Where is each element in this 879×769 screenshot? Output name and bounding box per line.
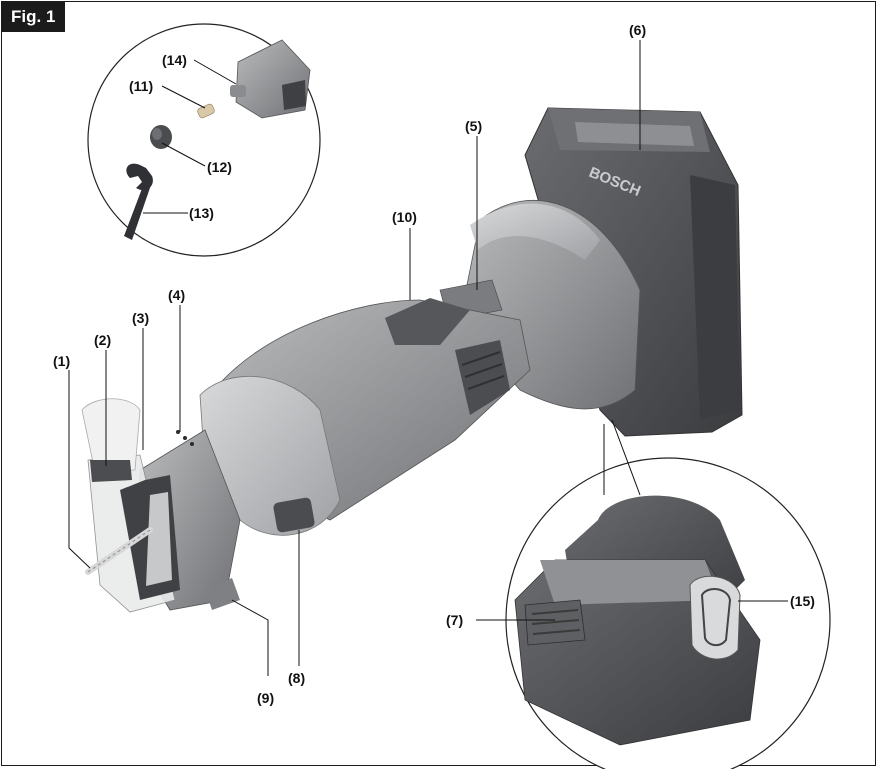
- callout-1: (1): [53, 353, 70, 369]
- callout-6: (6): [629, 22, 646, 38]
- collet-nut: [150, 125, 172, 149]
- leader-lines: [68, 40, 788, 676]
- callout-3: (3): [132, 310, 149, 326]
- callout-9: (9): [257, 690, 274, 706]
- callout-11: (11): [129, 78, 153, 94]
- collet-part: [197, 103, 215, 119]
- callout-4: (4): [168, 287, 185, 303]
- callout-5: (5): [465, 118, 482, 134]
- callout-8: (8): [288, 670, 305, 686]
- figure-label: Fig. 1: [1, 1, 66, 32]
- battery-pack: BOSCH: [524, 107, 743, 437]
- tool-main: BOSCH: [81, 107, 743, 613]
- callout-7: (7): [446, 612, 463, 628]
- callout-labels: (1) (2) (3) (4) (5) (6) (7) (8) (9) (10)…: [53, 22, 815, 706]
- callout-13: (13): [189, 205, 214, 221]
- callout-2: (2): [94, 332, 111, 348]
- callout-12: (12): [207, 159, 232, 175]
- collet-head: [230, 39, 311, 119]
- callout-10: (10): [392, 209, 417, 225]
- inset-battery-clip: [505, 457, 831, 769]
- inset-accessories: [87, 23, 321, 257]
- callout-14: (14): [162, 52, 187, 68]
- wrench: [124, 163, 153, 240]
- callout-15: (15): [790, 593, 815, 609]
